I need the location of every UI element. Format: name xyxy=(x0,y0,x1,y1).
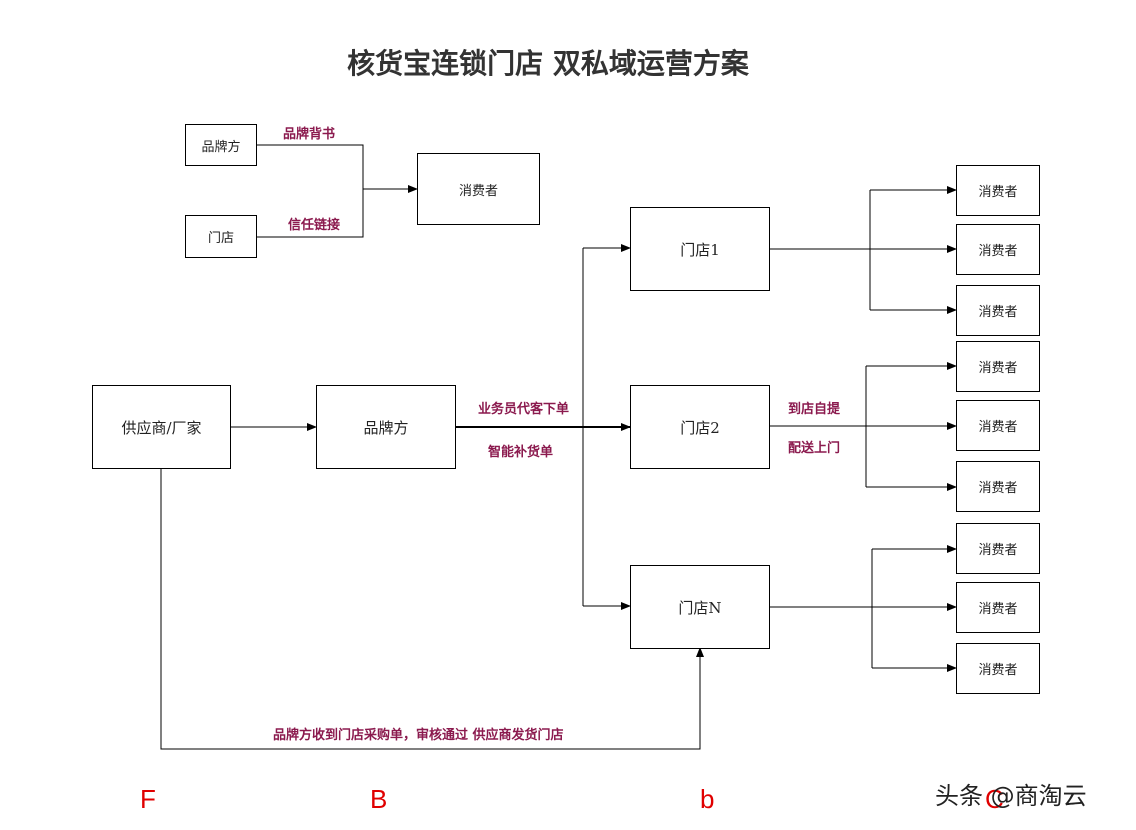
consumer-box: 消费者 xyxy=(956,165,1040,216)
label-trust-link: 信任链接 xyxy=(288,218,341,233)
consumer-box: 消费者 xyxy=(956,461,1040,512)
label-restock: 智能补货单 xyxy=(488,445,554,460)
label-brand-endorse: 品牌背书 xyxy=(283,127,336,142)
top-consumer-box: 消费者 xyxy=(417,153,540,225)
label-delivery: 配送上门 xyxy=(788,441,841,456)
letter-b-lower: b xyxy=(700,784,715,814)
label-bottom: 品牌方收到门店采购单，审核通过 供应商发货门店 xyxy=(273,728,564,743)
store1-box: 门店1 xyxy=(630,207,770,291)
consumer-box: 消费者 xyxy=(956,582,1040,633)
consumer-box: 消费者 xyxy=(956,285,1040,336)
top-brand-box: 品牌方 xyxy=(185,124,257,166)
supplier-box: 供应商/厂家 xyxy=(92,385,231,469)
label-order: 业务员代客下单 xyxy=(478,402,570,417)
consumer-box: 消费者 xyxy=(956,643,1040,694)
consumer-box: 消费者 xyxy=(956,523,1040,574)
watermark: 头条 @商淘云 xyxy=(935,782,1087,810)
consumer-box: 消费者 xyxy=(956,400,1040,451)
letter-c: C xyxy=(985,784,1004,814)
label-pickup: 到店自提 xyxy=(788,402,841,417)
consumer-box: 消费者 xyxy=(956,341,1040,392)
letter-f: F xyxy=(140,784,156,814)
top-store-box: 门店 xyxy=(185,215,257,258)
store2-box: 门店2 xyxy=(630,385,770,469)
storeN-box: 门店N xyxy=(630,565,770,649)
brand-box: 品牌方 xyxy=(316,385,456,469)
consumer-box: 消费者 xyxy=(956,224,1040,275)
page-title: 核货宝连锁门店 双私域运营方案 xyxy=(347,47,749,80)
letter-b-upper: B xyxy=(370,784,388,814)
